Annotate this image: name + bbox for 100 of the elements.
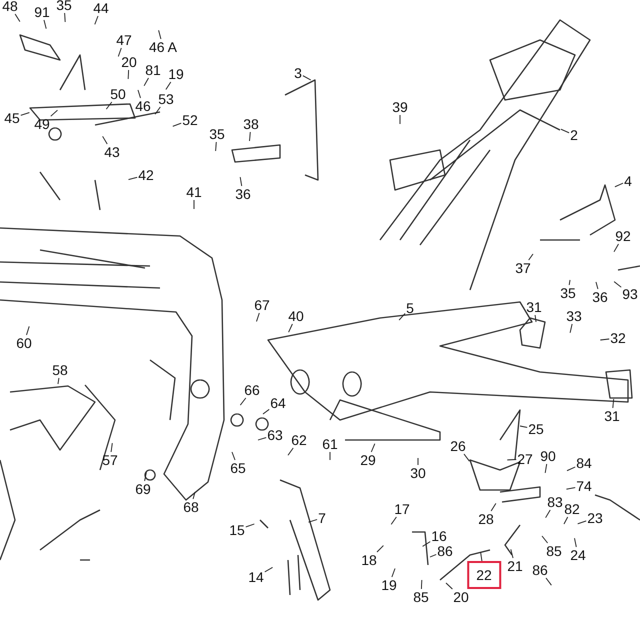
leader-line [94,16,98,25]
callout-number: 35 [208,126,226,142]
callout-number: 68 [182,499,200,515]
leader-line [288,448,294,456]
leader-line [26,326,30,336]
leader-line [596,282,598,290]
leader-line [570,324,573,334]
callout-number: 25 [527,421,545,437]
callout-number: 15 [228,522,246,538]
callout-number: 43 [103,144,121,160]
callout-number: 16 [430,528,448,544]
callout-number: 35 [559,285,577,301]
leader-line [574,538,577,548]
leader-line [64,12,66,22]
callout-number: 5 [405,300,415,316]
leader-line [390,516,397,525]
callout-number: 93 [621,286,639,302]
leader-line [464,454,470,462]
callout-number: 85 [412,589,430,605]
leader-line [102,136,108,144]
callout-number: 46 A [148,39,178,55]
leader-line [106,102,112,110]
leader-line [58,378,60,384]
callout-number: 42 [137,167,155,183]
callout-number: 21 [506,558,524,574]
leader-line [545,510,551,518]
callout-number: 44 [92,0,110,16]
callout-number: 7 [317,510,327,526]
callout-number: 61 [321,436,339,452]
callout-number: 67 [253,297,271,313]
leader-line [520,426,528,428]
leader-line [391,568,396,578]
leader-line [50,110,58,117]
leader-line [144,472,147,482]
leader-line [528,254,534,260]
leader-line [480,552,482,562]
callout-number: 2 [569,127,579,143]
leader-line [420,580,422,590]
leader-line [490,502,496,512]
leader-line [258,437,267,440]
callout-number: 19 [167,66,185,82]
callout-number: 23 [586,510,604,526]
leader-line [422,541,431,547]
leader-line [44,20,47,30]
leader-line [144,78,149,86]
leader-line [128,70,130,80]
leader-line [566,466,576,472]
callout-number: 37 [514,260,532,276]
callout-number: 47 [115,32,133,48]
callout-number: 27 [516,451,534,467]
leader-line [302,75,312,80]
leader-line [430,554,437,558]
callout-number: 65 [229,460,247,476]
leader-line [240,398,246,406]
leader-line [546,578,552,586]
leader-line [154,106,161,115]
leader-line [308,519,318,523]
leader-line [158,30,162,40]
callout-number: 48 [1,0,19,14]
callout-number: 84 [575,455,593,471]
leader-line [564,516,568,524]
callout-number: 22 [467,561,501,589]
leader-line [14,14,20,22]
callout-number: 53 [157,91,175,107]
leader-line [446,582,453,590]
callout-number: 3 [293,65,303,81]
leader-line [506,459,517,460]
callout-number: 86 [531,562,549,578]
leader-line [612,398,614,408]
callout-number: 60 [15,335,33,351]
callout-number: 19 [380,577,398,593]
callout-number: 81 [144,62,162,78]
callout-number: 14 [247,569,265,585]
leader-line [249,132,251,142]
leader-line [110,442,113,452]
leader-line [560,128,570,134]
callout-number: 20 [120,54,138,70]
leader-line [264,566,274,572]
callout-number: 83 [546,494,564,510]
callout-number: 92 [614,228,632,244]
leader-line [128,176,138,180]
leader-line [577,520,587,524]
leader-line [262,408,270,414]
callout-number: 90 [539,448,557,464]
callout-number: 28 [477,511,495,527]
leader-line [215,142,217,152]
leader-line [232,452,236,460]
leader-line [398,312,406,321]
callout-number: 82 [563,501,581,517]
callout-number: 36 [234,186,252,202]
callout-number: 24 [569,547,587,563]
callout-number: 35 [55,0,73,13]
callout-number: 57 [101,452,119,468]
callout-number: 31 [603,408,621,424]
leader-line [510,548,514,558]
leader-line [568,280,570,286]
callout-number: 52 [181,112,199,128]
callout-number: 41 [185,184,203,200]
callout-number: 38 [242,116,260,132]
callout-number: 30 [409,465,427,481]
